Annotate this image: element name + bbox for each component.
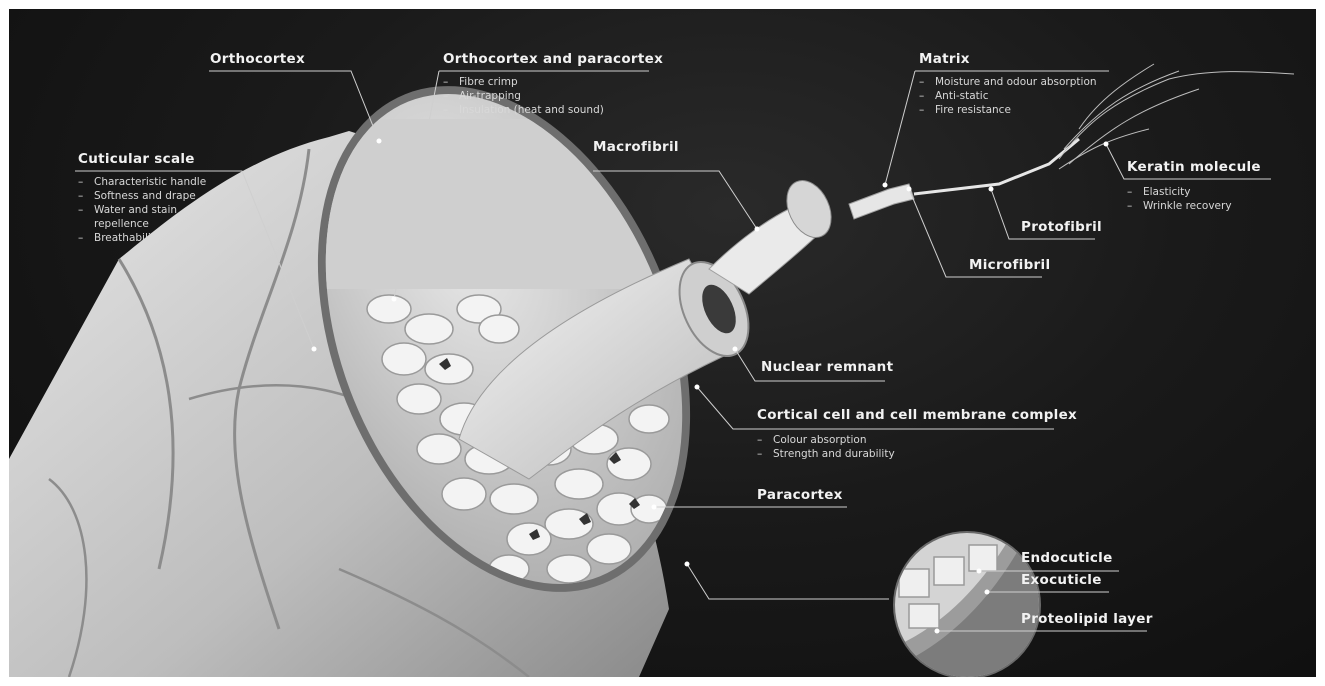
matrix-item: Anti-static: [919, 89, 1097, 103]
microfibril-title: Microfibril: [969, 257, 1050, 273]
exocuticle-label: Exocuticle: [1021, 572, 1102, 588]
proteolipid-title: Proteolipid layer: [1021, 611, 1153, 627]
macrofibril-title: Macrofibril: [593, 139, 679, 155]
nuclear-remnant-label: Nuclear remnant: [761, 359, 893, 375]
matrix-item: Moisture and odour absorption: [919, 75, 1097, 89]
cuticular-scale-item: Breathability: [78, 231, 213, 245]
orthocortex-title: Orthocortex: [210, 51, 305, 67]
keratin-molecule-label: Keratin molecule Elasticity Wrinkle reco…: [1127, 159, 1261, 213]
cortical-cell-item: Strength and durability: [757, 447, 1077, 461]
paracortex-label: Paracortex: [757, 487, 843, 503]
matrix-item: Fire resistance: [919, 103, 1097, 117]
cuticular-scale-item: Characteristic handle: [78, 175, 213, 189]
ortho-para-item: Air-trapping: [443, 89, 663, 103]
ortho-para-title: Orthocortex and paracortex: [443, 51, 663, 67]
matrix-label: Matrix Moisture and odour absorption Ant…: [919, 51, 1097, 117]
cuticular-scale-item: Softness and drape: [78, 189, 213, 203]
macrofibril-label: Macrofibril: [593, 139, 679, 155]
keratin-item: Wrinkle recovery: [1127, 199, 1261, 213]
cuticular-scale-label: Cuticular scale Characteristic handle So…: [78, 151, 238, 245]
protofibril-label: Protofibril: [1021, 219, 1102, 235]
ortho-para-label: Orthocortex and paracortex Fibre crimp A…: [443, 51, 663, 117]
matrix-title: Matrix: [919, 51, 1097, 67]
ortho-para-item: Insulation (heat and sound): [443, 103, 663, 117]
ortho-para-item: Fibre crimp: [443, 75, 663, 89]
endocuticle-label: Endocuticle: [1021, 550, 1113, 566]
keratin-molecule-title: Keratin molecule: [1127, 159, 1261, 175]
microfibril-label: Microfibril: [969, 257, 1050, 273]
cuticular-scale-item: Water and stain repellence: [78, 203, 213, 231]
cuticular-scale-title: Cuticular scale: [78, 151, 238, 167]
exocuticle-title: Exocuticle: [1021, 572, 1102, 588]
keratin-item: Elasticity: [1127, 185, 1261, 199]
cortical-cell-title: Cortical cell and cell membrane complex: [757, 407, 1077, 423]
orthocortex-label: Orthocortex: [210, 51, 305, 67]
proteolipid-label: Proteolipid layer: [1021, 611, 1153, 627]
cortical-cell-item: Colour absorption: [757, 433, 1077, 447]
diagram-canvas: Orthocortex Orthocortex and paracortex F…: [9, 9, 1316, 677]
protofibril-title: Protofibril: [1021, 219, 1102, 235]
paracortex-title: Paracortex: [757, 487, 843, 503]
endocuticle-title: Endocuticle: [1021, 550, 1113, 566]
nuclear-remnant-title: Nuclear remnant: [761, 359, 893, 375]
cortical-cell-label: Cortical cell and cell membrane complex …: [757, 407, 1077, 461]
